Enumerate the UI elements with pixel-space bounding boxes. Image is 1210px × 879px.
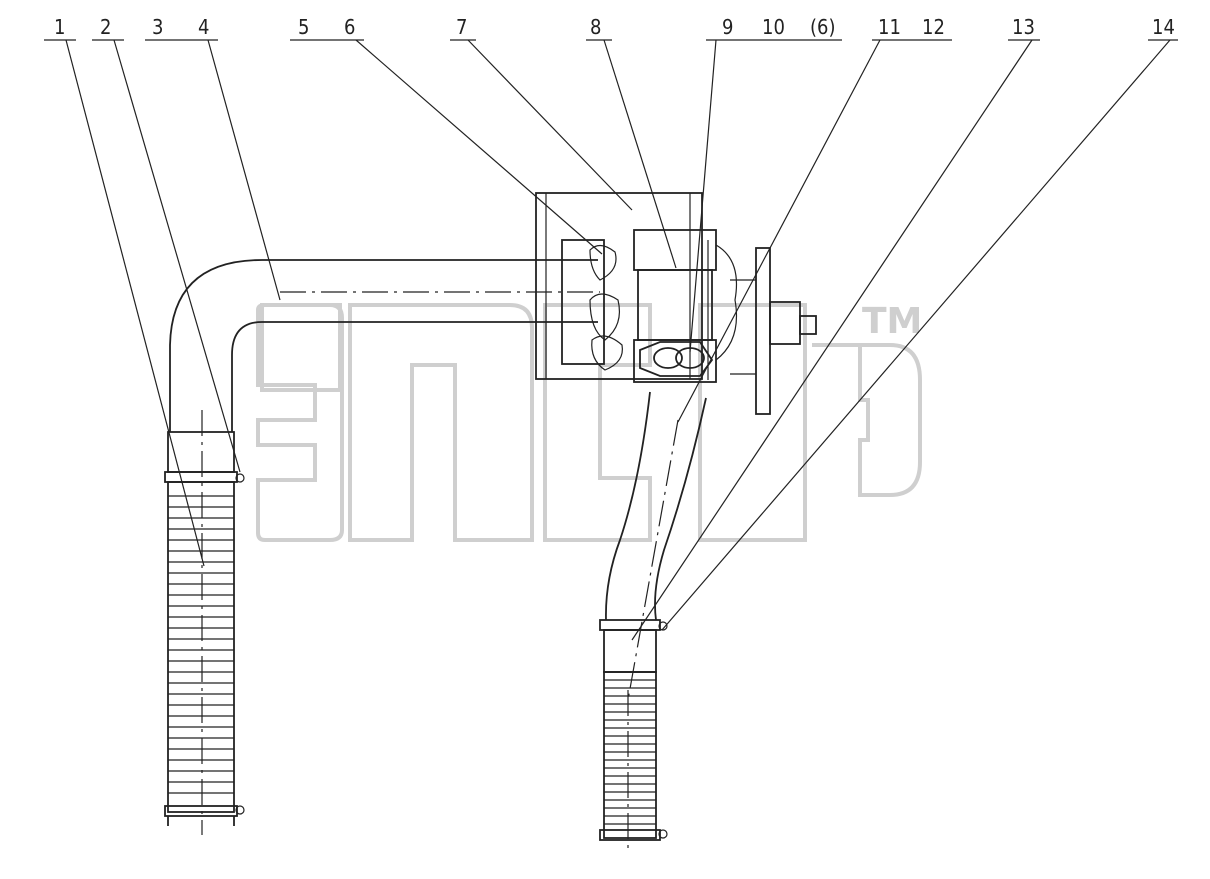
callout-9: 9 <box>722 15 733 39</box>
callout-4: 4 <box>198 15 209 39</box>
callout-1: 1 <box>54 15 65 39</box>
callout-3: 3 <box>152 15 163 39</box>
pump-assembly <box>535 192 817 415</box>
callout-5: 5 <box>298 15 309 39</box>
watermark: TM <box>256 301 922 542</box>
callout-10-ref: (6) <box>810 15 836 39</box>
callout-2: 2 <box>100 15 111 39</box>
callout-14: 14 <box>1152 15 1175 39</box>
watermark-tm: TM <box>862 301 922 342</box>
callout-7: 7 <box>456 15 467 39</box>
callout-13: 13 <box>1012 15 1035 39</box>
callout-12: 12 <box>922 15 945 39</box>
left-pipe-assembly <box>164 259 600 835</box>
right-pipe-assembly <box>599 391 707 850</box>
callout-6: 6 <box>344 15 355 39</box>
callout-8: 8 <box>590 15 601 39</box>
callout-10: 10 <box>762 15 785 39</box>
callout-11: 11 <box>878 15 901 39</box>
leader-lines <box>44 39 1178 641</box>
callout-labels: 1 2 3 4 5 6 7 8 9 10 (6) 11 12 13 14 <box>54 15 1175 39</box>
